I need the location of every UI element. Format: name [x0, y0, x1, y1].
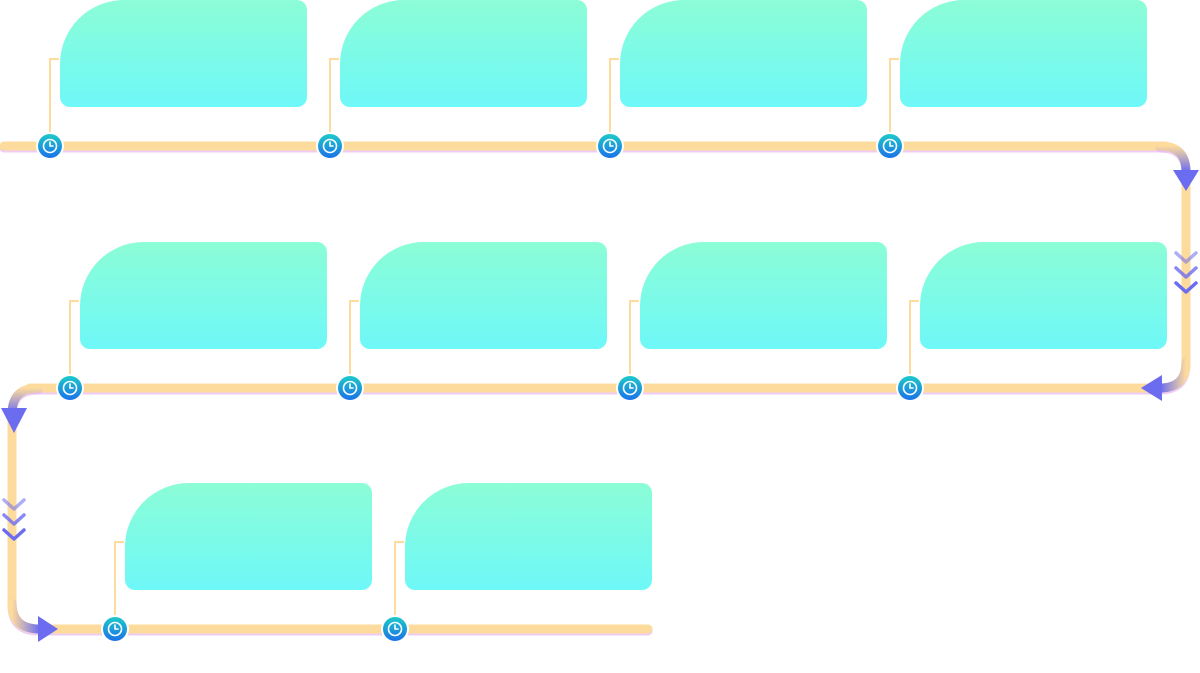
timeline-node [895, 373, 925, 403]
timeline-card [640, 242, 887, 349]
clock-icon [896, 374, 924, 402]
chevron-down-icon [2, 513, 26, 526]
timeline-node [55, 373, 85, 403]
timeline-card [920, 242, 1167, 349]
clock-icon [336, 374, 364, 402]
timeline-card [360, 242, 607, 349]
card-connector [349, 300, 359, 374]
clock-icon [381, 615, 409, 643]
timeline-node [315, 131, 345, 161]
timeline-node [335, 373, 365, 403]
clock-icon [36, 132, 64, 160]
track-turn-left-accent-2 [7, 598, 45, 634]
timeline-node [595, 131, 625, 161]
chevron-down-icon [1174, 281, 1198, 294]
clock-icon [616, 374, 644, 402]
card-connector [49, 58, 59, 132]
chevron-down-icon [2, 528, 26, 541]
arrow-head-icon [1173, 170, 1199, 191]
timeline-card [620, 0, 867, 107]
chevron-down-icon [2, 498, 26, 511]
card-connector [609, 58, 619, 132]
card-connector [909, 300, 919, 374]
timeline-card [405, 483, 652, 590]
clock-icon [56, 374, 84, 402]
track-turn-right-accent [1155, 141, 1191, 177]
timeline-card [80, 242, 327, 349]
chevron-down-icon [1174, 266, 1198, 279]
timeline-node [380, 614, 410, 644]
clock-icon [876, 132, 904, 160]
card-connector [629, 300, 639, 374]
card-connector [114, 541, 124, 615]
card-connector [394, 541, 404, 615]
timeline-node [615, 373, 645, 403]
timeline-node [100, 614, 130, 644]
arrow-head-icon [38, 616, 58, 642]
timeline-card [125, 483, 372, 590]
timeline-card [900, 0, 1147, 107]
arrow-head-icon [1141, 375, 1162, 401]
clock-icon [101, 615, 129, 643]
clock-icon [596, 132, 624, 160]
track-turn-right-accent-2 [1155, 357, 1191, 393]
timeline-node [875, 131, 905, 161]
chevron-down-icon [1174, 251, 1198, 264]
clock-icon [316, 132, 344, 160]
card-connector [69, 300, 79, 374]
card-connector [889, 58, 899, 132]
arrow-head-icon [1, 408, 27, 433]
timeline-card [60, 0, 307, 107]
card-connector [329, 58, 339, 132]
timeline-node [35, 131, 65, 161]
timeline-card [340, 0, 587, 107]
